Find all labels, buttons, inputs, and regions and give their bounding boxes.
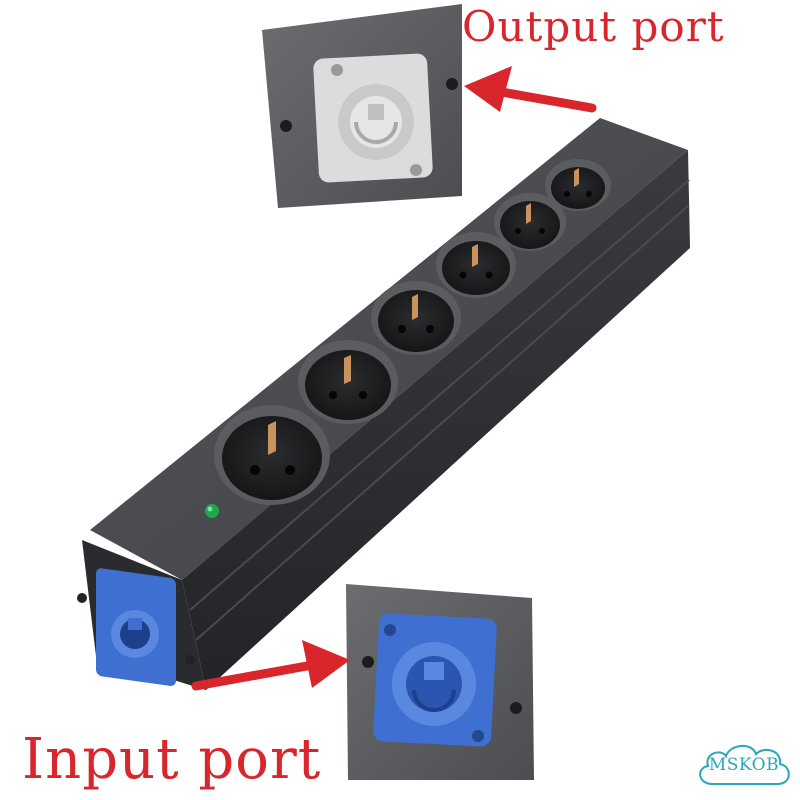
input-port-inset — [346, 584, 534, 780]
strip-input-connector — [96, 568, 176, 686]
socket — [494, 193, 566, 251]
socket — [436, 232, 516, 298]
cloud-icon — [699, 745, 790, 785]
strip-side-face — [182, 150, 690, 690]
socket-row — [214, 159, 611, 505]
socket — [545, 159, 611, 211]
power-indicator — [205, 504, 219, 518]
power-strip — [77, 118, 690, 690]
input-arrow — [191, 640, 350, 691]
output-arrow — [464, 66, 597, 113]
watermark-text: MSKOB — [708, 755, 780, 775]
socket — [371, 281, 461, 355]
socket — [298, 340, 398, 424]
input-port-label: Input port — [22, 727, 322, 792]
output-port-inset — [262, 4, 462, 208]
socket — [214, 405, 330, 505]
watermark: MSKOB — [692, 736, 796, 794]
output-port-label: Output port — [462, 2, 725, 51]
